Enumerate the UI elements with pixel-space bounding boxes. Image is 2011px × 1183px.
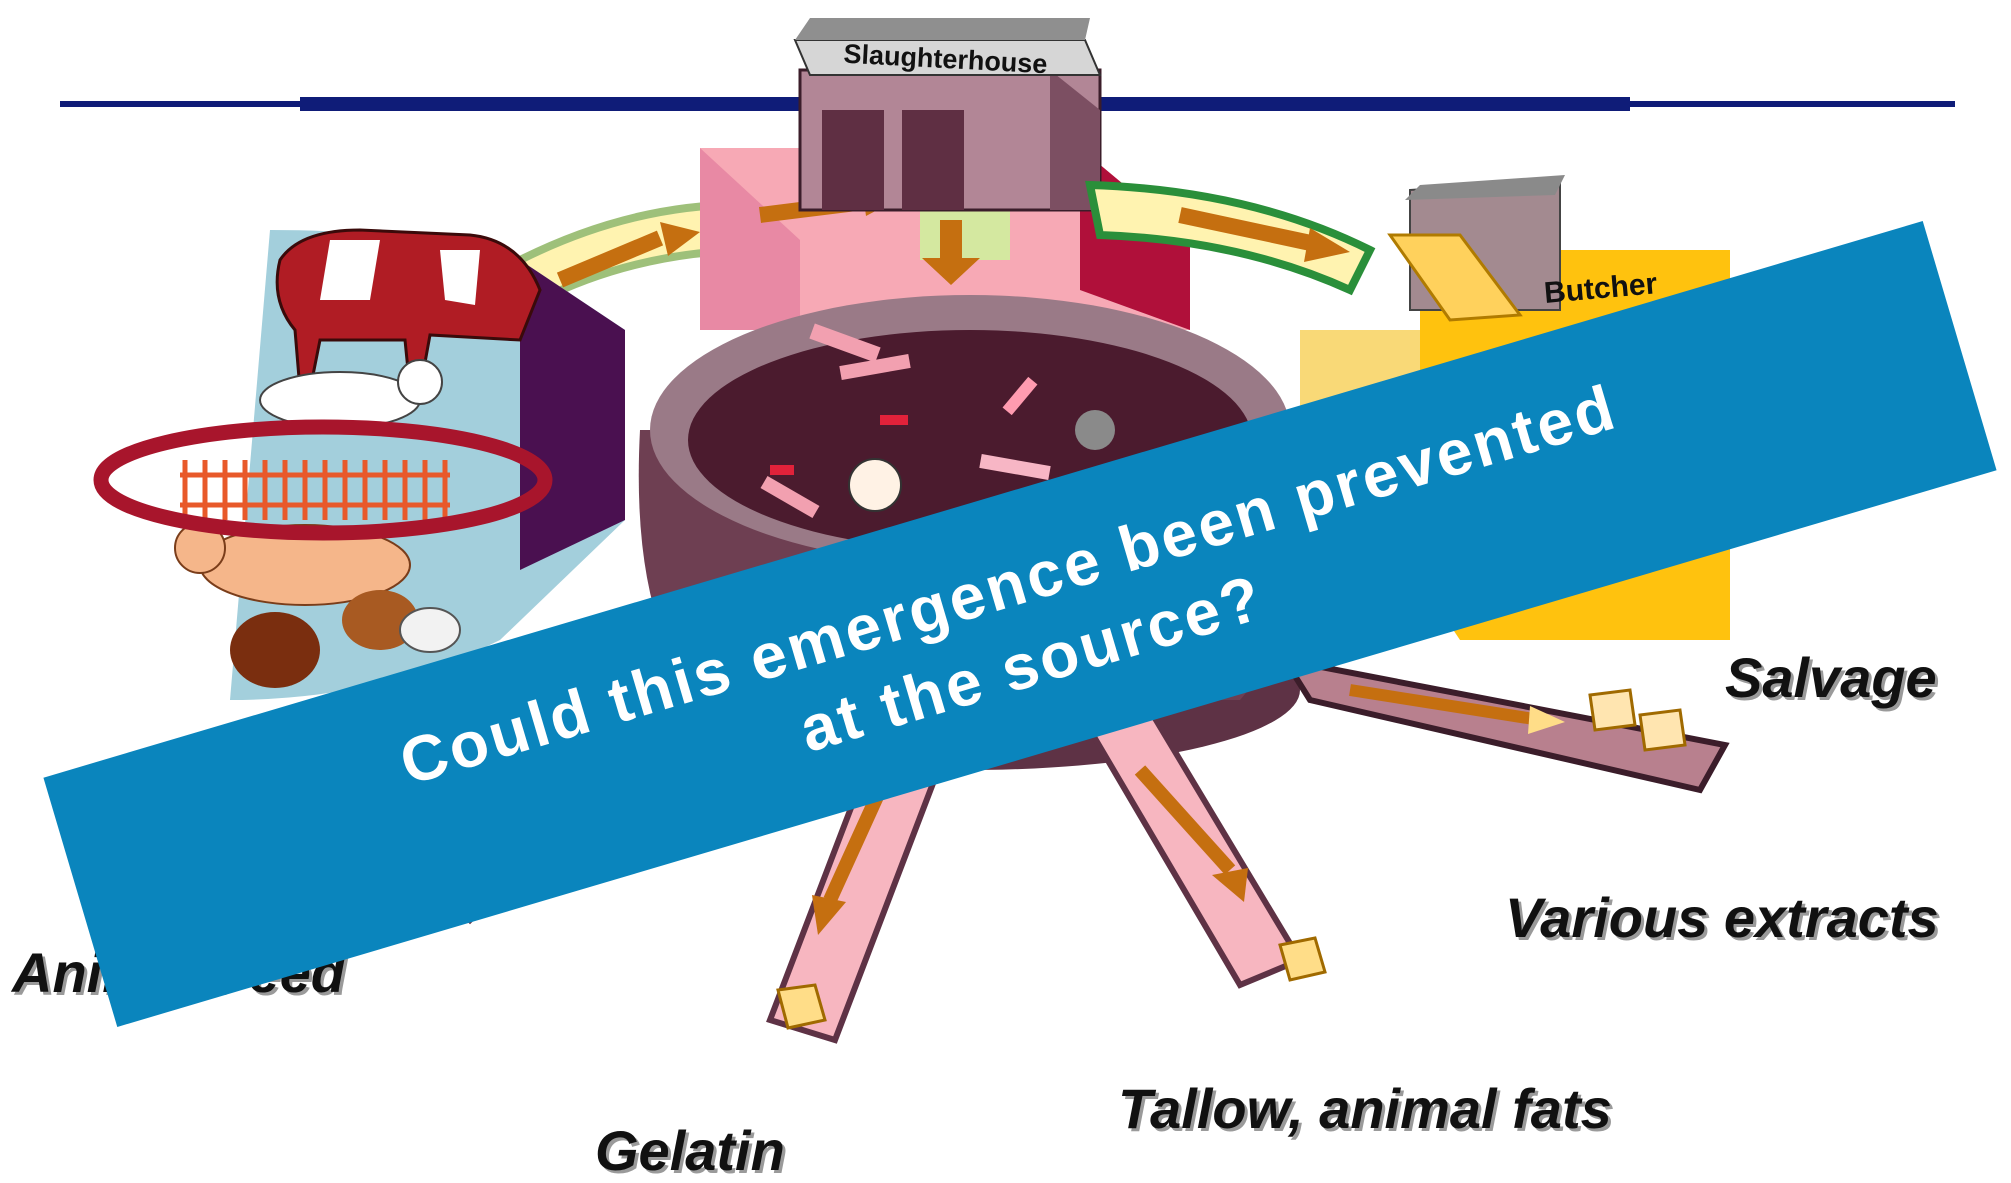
output-label-extracts: Various extracts — [1505, 885, 1939, 950]
output-label-gelatin: Gelatin — [595, 1118, 785, 1183]
output-label-salvage: Salvage — [1725, 645, 1937, 710]
sheep-icon — [260, 372, 420, 428]
white-hen-icon — [400, 608, 460, 652]
chute-extracts-salvage — [1285, 660, 1725, 790]
rooster-icon — [230, 612, 320, 688]
chute-tallow — [1090, 710, 1325, 985]
output-label-tallow: Tallow, animal fats — [1118, 1076, 1612, 1141]
